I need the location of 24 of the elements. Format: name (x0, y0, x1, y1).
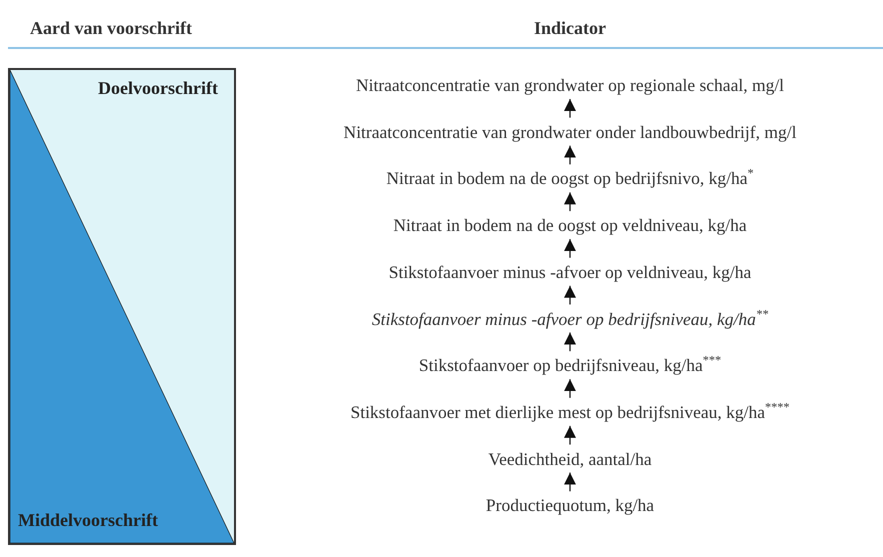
arrowhead (564, 239, 576, 258)
indicator-text: Productiequotum, kg/ha (486, 494, 654, 516)
arrowhead (564, 426, 576, 445)
indicator-text: Nitraatconcentratie van grondwater onder landbouwbedrijf, mg/l (344, 120, 796, 143)
box-label: Doelvoorschrift (98, 78, 218, 99)
indicator-text: Stikstofaanvoer minus -afvoer op bedrijfsniveau, kg/ha$^{**}$ (372, 308, 768, 330)
arrowhead (564, 472, 576, 492)
indicator-text: Nitraat in bodem na de oogst op bedrijfsnivo, kg/ha$^{*}$ (386, 167, 754, 190)
indicator-text: Stikstofaanvoer op bedrijfsniveau, kg/ha$^{***}$ (418, 354, 722, 376)
arrowhead (564, 286, 576, 304)
arrowhead (564, 99, 576, 118)
arrowhead (564, 379, 576, 398)
indicator-text: Nitraatconcentratie van grondwater op regionale schaal, mg/l (356, 74, 784, 96)
box-label: Middelvoorschrift (18, 510, 158, 531)
column-header: Indicator (534, 18, 606, 39)
arrowhead (564, 332, 576, 352)
indicator-text: Veedichtheid, aantal/ha (488, 448, 652, 470)
diagonal-split-box (8, 68, 236, 545)
indicator-text: Stikstofaanvoer met dierlijke mest op bedrijfsniveau, kg/ha$^{****}$ (350, 400, 790, 423)
indicator-text: Nitraat in bodem na de oogst op veldniveau, kg/ha (393, 214, 747, 236)
indicator-text: Stikstofaanvoer minus -afvoer op veldniveau, kg/ha (388, 260, 752, 283)
arrowhead (564, 192, 576, 212)
column-header: Aard van voorschrift (30, 18, 192, 39)
arrowhead (564, 146, 576, 164)
